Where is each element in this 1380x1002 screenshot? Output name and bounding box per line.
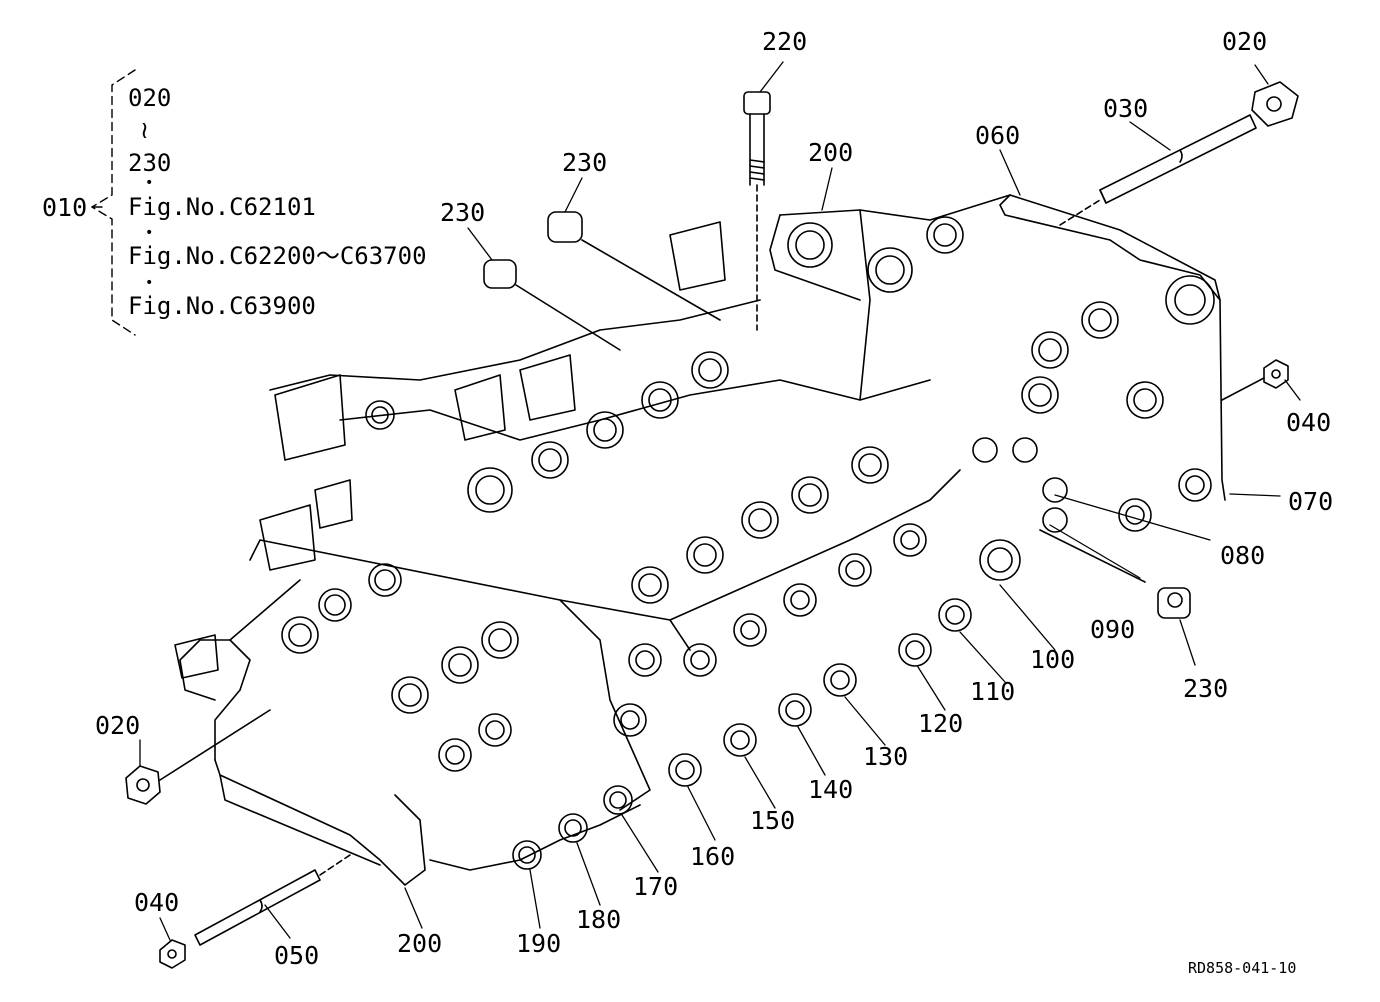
- callout-090: 090: [1090, 615, 1136, 644]
- callout-230-b: 230: [440, 198, 486, 227]
- tie-rod-050: [159, 854, 351, 969]
- callout-110: 110: [970, 677, 1016, 706]
- note-separator-dot: •: [145, 275, 154, 291]
- nut-040-right: [1221, 359, 1289, 401]
- nut-020-left: [125, 709, 271, 805]
- note-separator-dot: •: [145, 175, 154, 191]
- callout-140: 140: [808, 775, 854, 804]
- callout-130: 130: [863, 742, 909, 771]
- plug-230-b: [483, 259, 621, 351]
- spool-caps: [512, 437, 1212, 870]
- callout-120: 120: [918, 709, 964, 738]
- note-fig-c62101: Fig.No.C62101: [128, 193, 316, 221]
- callout-200-bottom: 200: [397, 929, 443, 958]
- callout-200-top: 200: [808, 138, 854, 167]
- callout-150: 150: [750, 806, 796, 835]
- callout-190: 190: [516, 929, 562, 958]
- note-fig-c63900: Fig.No.C63900: [128, 292, 316, 320]
- leader-lines: [139, 61, 1301, 941]
- callout-040-right: 040: [1286, 408, 1332, 437]
- callout-170: 170: [633, 872, 679, 901]
- note-fig-c62200-c63700: Fig.No.C62200～C63700: [128, 242, 427, 270]
- callout-160: 160: [690, 842, 736, 871]
- note-range-end: 230: [128, 149, 172, 177]
- callout-220: 220: [762, 27, 808, 56]
- callout-230-right: 230: [1183, 674, 1229, 703]
- plug-230-right: [1039, 529, 1191, 619]
- callout-020-top: 020: [1222, 27, 1268, 56]
- callout-030: 030: [1103, 94, 1149, 123]
- note-separator-dot: •: [145, 225, 154, 241]
- note-range-start: 020: [128, 84, 172, 112]
- note-range-symbol: ≀: [140, 116, 149, 144]
- left-spools: [174, 221, 726, 679]
- callout-020-left: 020: [95, 711, 141, 740]
- callout-080: 080: [1220, 541, 1266, 570]
- callout-230-a: 230: [562, 148, 608, 177]
- callout-050: 050: [274, 941, 320, 970]
- callout-100: 100: [1030, 645, 1076, 674]
- bolt-220: [743, 91, 771, 331]
- tie-rod-030: [1059, 81, 1299, 226]
- assembly-bracket: [91, 69, 136, 336]
- callout-040-left: 040: [134, 888, 180, 917]
- callout-070: 070: [1288, 487, 1334, 516]
- valve-body: [179, 194, 1226, 886]
- ports: [281, 216, 1215, 772]
- assembly-label-010: 010: [42, 193, 88, 222]
- drawing-reference-code: RD858-041-10: [1188, 959, 1297, 977]
- callout-060: 060: [975, 121, 1021, 150]
- callout-180: 180: [576, 905, 622, 934]
